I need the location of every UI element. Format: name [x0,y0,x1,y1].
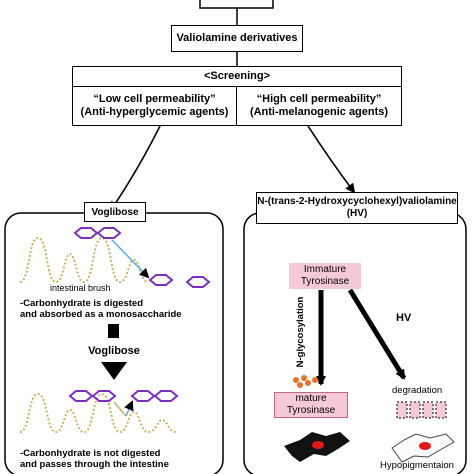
degradation-label: degradation [392,385,443,396]
hypopigmentation-label: Hypopigmentaion [380,460,454,471]
anti-hyperglycemic-label: (Anti-hyperglycemic agents) [80,106,229,118]
voglibose-block-arrow-stem [108,324,119,338]
low-permeability-title: “Low cell permeability” [93,93,216,105]
melanocyte-dark [284,432,350,462]
anti-melanogenic-label: (Anti-melanogenic agents) [249,106,389,118]
hv-title-line1: N-(trans-2-Hydroxycyclohexyl)valiolamine [257,196,457,207]
immature-tyrosinase-box: Immature Tyrosinase [289,263,361,289]
hv-title-box: N-(trans-2-Hydroxycyclohexyl)valiolamine… [256,192,458,224]
not-digested-text-line1: -Carbonhydrate is not digested [20,448,161,459]
digested-text-line2: and absorbed as a monosaccharide [20,309,182,320]
n-glycosylation-label: N-glycosylation [295,296,306,368]
villi-illustration-top [19,227,211,288]
digested-text-line1: -Carbonhydrate is digested [20,298,143,309]
low-permeability-box: “Low cell permeability” (Anti-hyperglyce… [72,86,237,126]
not-digested-text-line2: and passes through the intestine [20,459,169,470]
villi-illustration-bottom [19,390,179,434]
voglibose-title-box: Voglibose [84,202,146,222]
voglibose-title: Voglibose [91,206,139,218]
mature-label: mature [295,393,327,404]
screening-label: <Screening> [203,70,271,82]
voglibose-panel [4,212,224,474]
immature-tyrosinase-label: Tyrosinase [300,276,350,287]
voglibose-block-arrow-head [101,362,127,380]
degraded-tyrosinase-blocks [396,401,447,419]
screening-box: <Screening> [72,66,402,87]
arrow-to-voglibose [109,125,161,212]
intestinal-brush-label: intestinal brush [50,283,111,293]
voglibose-arrow-label: Voglibose [88,345,140,357]
high-permeability-box: “High cell permeability” (Anti-melanogen… [236,86,402,126]
immature-label: Immature [303,264,347,275]
derivatives-box: Valiolamine derivatives [171,25,303,52]
hv-title-line2: (HV) [346,208,368,219]
glycan-dots [293,375,318,388]
arrow-hv-degradation [347,288,407,380]
melanocyte-light [391,433,455,463]
mature-tyrosinase-box: mature Tyrosinase [274,392,348,418]
derivatives-label: Valiolamine derivatives [176,32,298,44]
mature-tyrosinase-label: Tyrosinase [286,405,336,416]
hv-arrow-label: HV [396,312,412,324]
hv-panel [243,212,467,474]
top-entry-box [199,0,274,25]
high-permeability-title: “High cell permeability” [256,93,382,105]
arrow-to-hv [307,125,356,194]
